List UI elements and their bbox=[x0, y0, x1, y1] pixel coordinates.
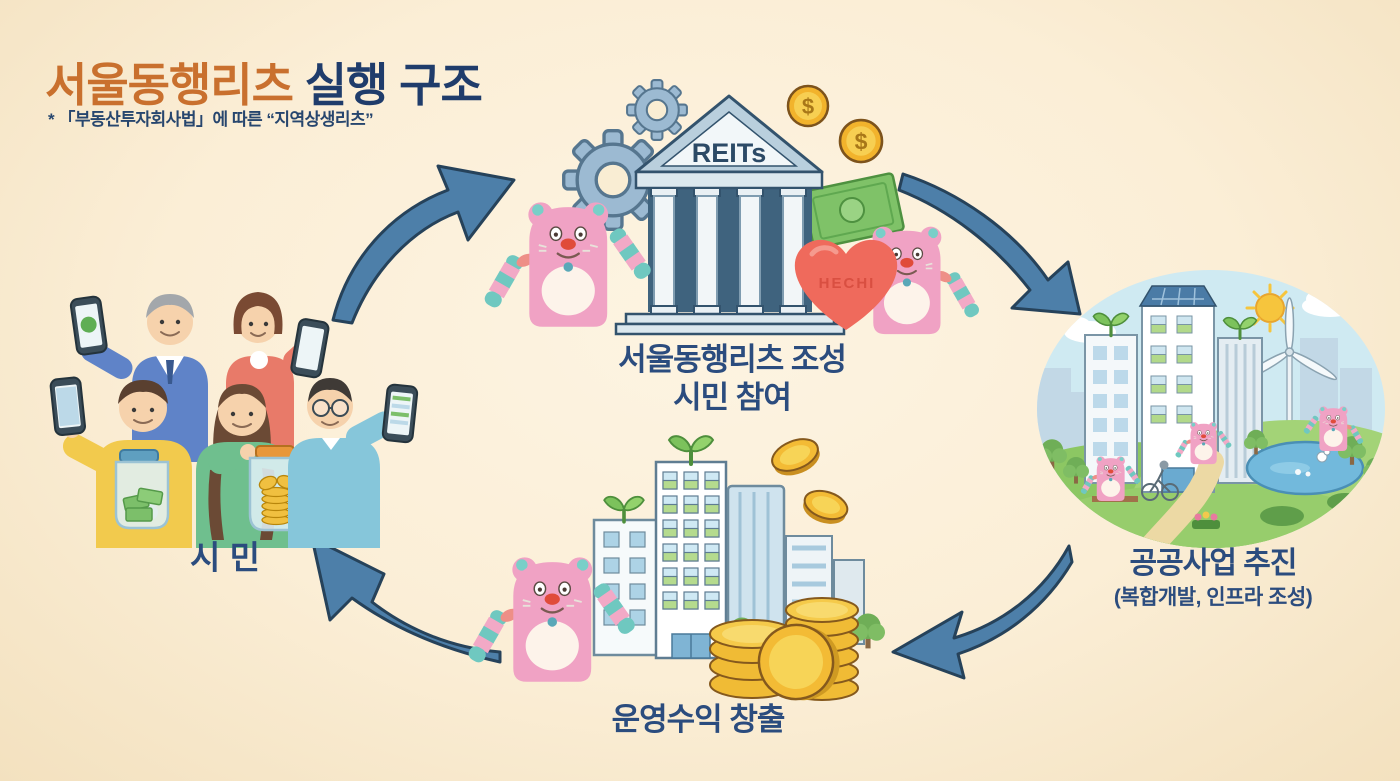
label-citizens: 시 민 bbox=[190, 539, 260, 576]
label-public-sub: (복합개발, 인프라 조성) bbox=[1113, 585, 1313, 609]
label-reits-node: 서울동행리츠 조성 시민 참여 bbox=[532, 341, 932, 417]
arrow-reits-to-city bbox=[897, 172, 1082, 316]
arrow-city-to-profit bbox=[891, 544, 1074, 680]
title-rest: 실행 구조 bbox=[292, 58, 483, 111]
label-public-projects: 공공사업 추진 (복합개발, 인프라 조성) bbox=[1035, 546, 1391, 610]
title-highlight: 서울동행리츠 bbox=[45, 58, 294, 111]
label-reits-line1: 서울동행리츠 조성 bbox=[618, 342, 847, 377]
profit-city-illustration bbox=[466, 434, 885, 701]
title-subtitle: * 「부동산투자회사법」에 따른 “지역상생리츠” bbox=[48, 110, 374, 129]
gear-icon bbox=[626, 79, 688, 141]
bank-building: REITs bbox=[614, 94, 846, 336]
citizens-illustration bbox=[49, 292, 419, 548]
cyclist bbox=[1141, 460, 1179, 501]
person-woman-green bbox=[196, 384, 304, 548]
dollar-coin-icon bbox=[838, 118, 884, 164]
person-senior-man bbox=[69, 294, 208, 462]
arrow-citizens-to-reits bbox=[331, 164, 516, 325]
eco-buildings bbox=[1084, 285, 1263, 493]
sun-icon bbox=[1245, 283, 1295, 333]
glasses-icon bbox=[312, 399, 349, 417]
label-profit: 운영수익 창출 bbox=[611, 702, 786, 737]
haechi-mascot bbox=[482, 202, 653, 326]
bank-sign-text: REITs bbox=[692, 138, 767, 168]
label-public-main: 공공사업 추진 bbox=[1129, 547, 1298, 580]
person-man-yellow bbox=[49, 375, 192, 548]
pond bbox=[1245, 440, 1365, 496]
park-path bbox=[1138, 450, 1224, 548]
falling-coins bbox=[771, 438, 849, 524]
arrow-profit-to-citizens bbox=[310, 536, 502, 664]
flower-bed bbox=[1192, 511, 1220, 529]
dollar-coin-icon bbox=[786, 84, 830, 128]
solar-panel-icon bbox=[1138, 285, 1218, 307]
jar-banknotes bbox=[114, 449, 170, 530]
heart-icon: HECHI bbox=[794, 239, 898, 330]
heart-text: HECHI bbox=[819, 275, 876, 292]
label-reits-line2: 시민 참여 bbox=[673, 379, 792, 415]
smartphone-icon bbox=[289, 317, 331, 380]
flow-arrows bbox=[310, 164, 1082, 680]
person-man-blue bbox=[288, 378, 419, 548]
green-city-illustration bbox=[1037, 270, 1385, 548]
coin-stack bbox=[709, 597, 859, 701]
page-title: 서울동행리츠 실행 구조 bbox=[45, 49, 483, 115]
reits-bank-illustration: REITs bbox=[482, 79, 981, 336]
